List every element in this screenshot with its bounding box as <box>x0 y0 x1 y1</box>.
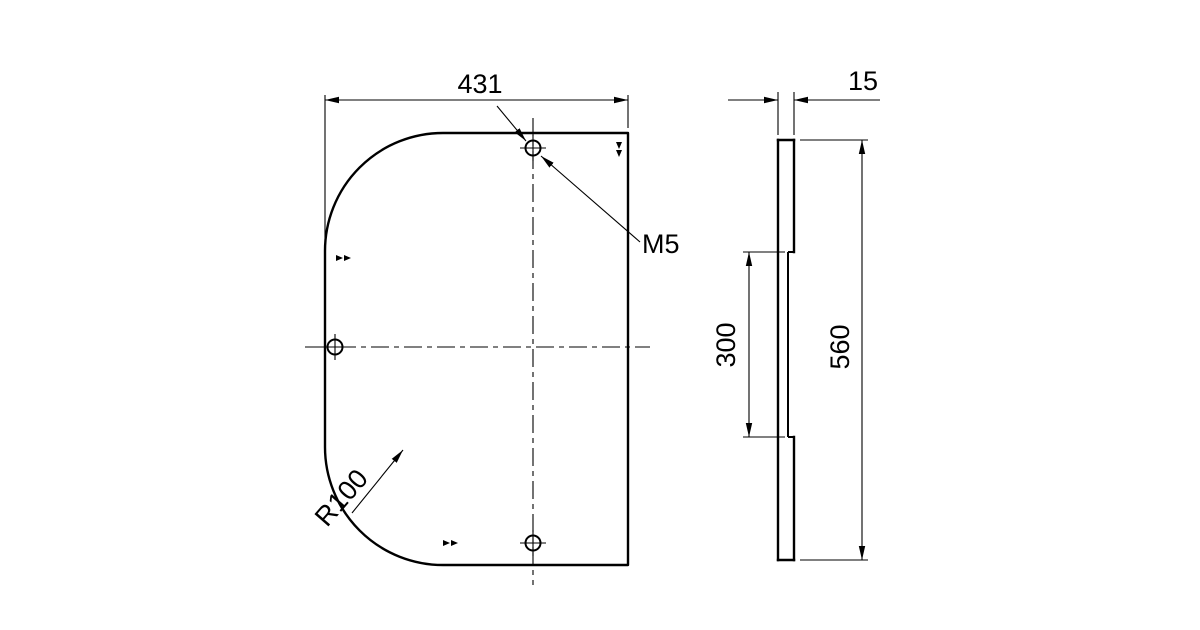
screw-hole-left <box>322 334 348 360</box>
thread-callout-label: M5 <box>642 229 680 259</box>
r100-leader <box>351 449 404 514</box>
side-view-dimensions: 15 300 560 <box>711 66 880 561</box>
emboss-mark-bottom <box>443 540 458 546</box>
screw-hole-bottom <box>520 530 546 556</box>
dimension-label-560: 560 <box>825 324 855 369</box>
dimension-label-431: 431 <box>457 69 502 99</box>
dimension-height-560: 560 <box>800 139 868 561</box>
screw-hole-top <box>520 135 546 161</box>
front-view-outline <box>323 131 630 567</box>
callout-r100: R100 <box>309 449 404 532</box>
side-view <box>776 138 796 562</box>
callout-m5: M5 <box>496 105 680 259</box>
dimension-height-300: 300 <box>711 251 785 438</box>
dimension-label-15: 15 <box>848 66 878 96</box>
dimension-label-300: 300 <box>711 322 741 367</box>
m5-leader-upper <box>496 105 527 142</box>
m5-leader-lower <box>540 155 641 243</box>
dimension-width-431: 431 <box>324 69 629 246</box>
front-view-dimensions: 431 M5 R100 <box>309 69 680 532</box>
front-view <box>305 118 650 585</box>
dimension-thickness-15: 15 <box>728 66 880 135</box>
emboss-mark-top-right <box>616 142 622 157</box>
emboss-mark-left <box>336 255 351 261</box>
